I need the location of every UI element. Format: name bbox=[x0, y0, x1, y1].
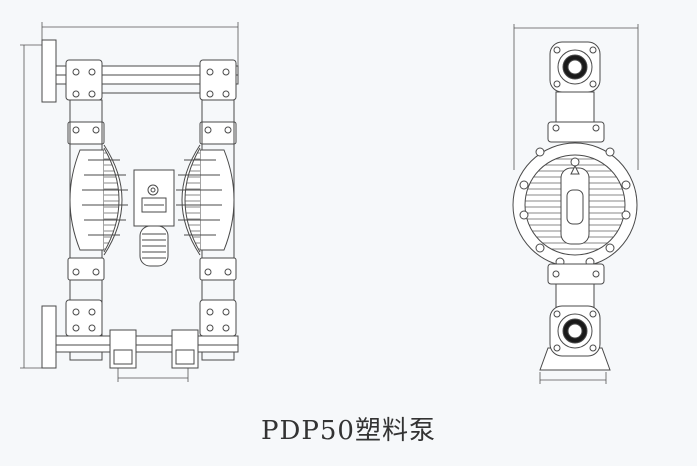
side-bottom-flange bbox=[539, 305, 611, 371]
bottom-manifold-pipe bbox=[55, 335, 239, 346]
side-top-flange bbox=[549, 41, 601, 93]
side-diaphragm-body bbox=[512, 142, 638, 268]
top-outlet-flange bbox=[41, 39, 57, 103]
front-view bbox=[20, 22, 239, 382]
bottom-left-elbow bbox=[65, 299, 103, 337]
side-view bbox=[512, 24, 639, 384]
bottom-inlet-flange bbox=[41, 305, 57, 369]
front-dimension-lines bbox=[20, 22, 239, 382]
side-dimension-lines bbox=[513, 24, 639, 384]
top-left-elbow bbox=[65, 59, 103, 101]
air-muffler bbox=[139, 225, 169, 267]
left-diaphragm-housing bbox=[69, 144, 128, 256]
product-title: PDP50塑料泵 bbox=[261, 416, 436, 446]
right-diaphragm-housing bbox=[176, 144, 235, 256]
bottom-right-elbow bbox=[199, 299, 237, 337]
top-right-elbow bbox=[199, 59, 237, 101]
